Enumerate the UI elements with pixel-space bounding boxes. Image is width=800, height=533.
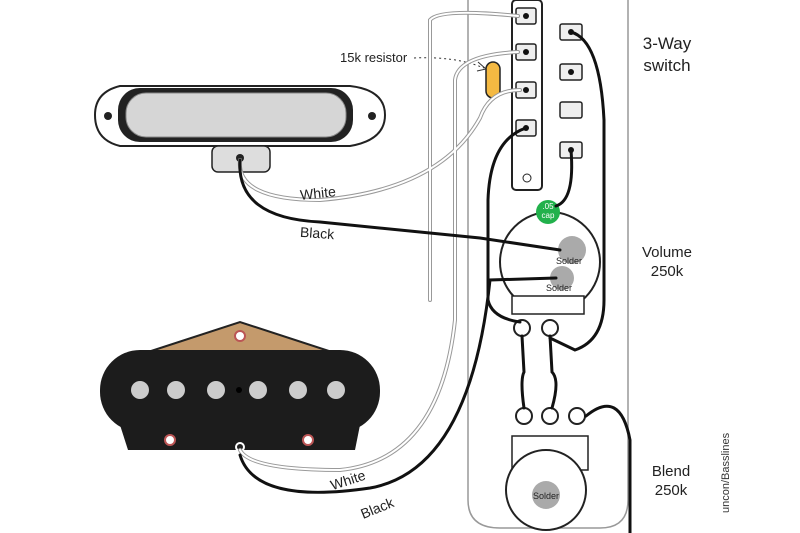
capacitor <box>536 200 560 224</box>
blend-pot <box>505 407 589 531</box>
black-wires <box>238 30 632 533</box>
resistor <box>485 61 501 99</box>
volume-pot <box>499 211 601 337</box>
volume-solder-bottom: Solder <box>545 283 572 293</box>
cap-label-value: .05 <box>542 202 554 211</box>
credit-text: uncon/Basslines <box>720 432 732 513</box>
resistor-pointer <box>413 57 485 69</box>
volume-solder-top: Solder <box>555 256 582 266</box>
blend-title: Blend <box>651 463 691 480</box>
three-way-switch <box>511 0 583 191</box>
cap-label-text: cap <box>541 211 555 220</box>
neck-black-label: Black <box>299 223 335 243</box>
blend-solder: Solder <box>532 491 559 501</box>
bridge-pickup <box>100 320 380 452</box>
resistor-label: 15k resistor <box>340 50 408 65</box>
volume-value: 250k <box>650 263 684 280</box>
volume-title: Volume <box>641 244 693 261</box>
blend-value: 250k <box>654 482 688 499</box>
switch-subtitle: switch <box>643 56 691 75</box>
switch-title: 3-Way <box>642 34 692 53</box>
